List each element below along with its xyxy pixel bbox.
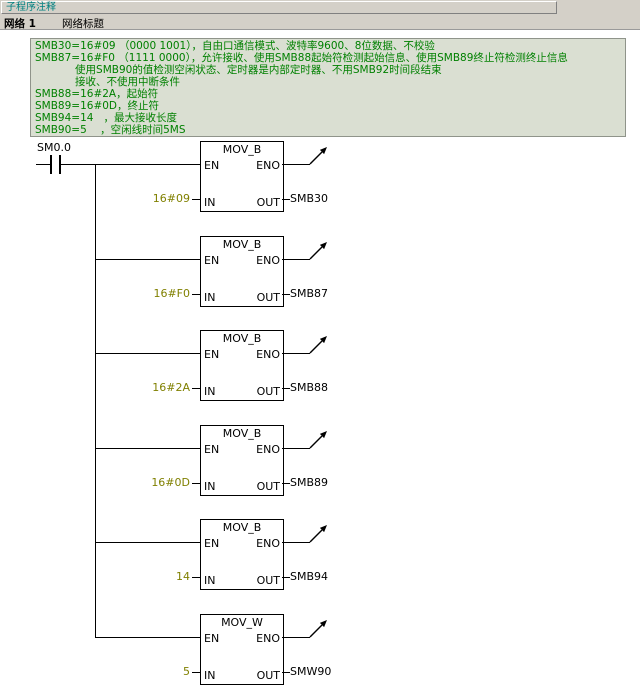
out-stub-wire xyxy=(282,294,290,295)
eno-wire xyxy=(282,637,310,638)
out-stub-wire xyxy=(282,672,290,673)
contact-bar xyxy=(50,155,52,174)
continuation-arrow-icon xyxy=(309,620,327,638)
block-output-operand[interactable]: SMB87 xyxy=(290,287,329,300)
in-pin-label: IN xyxy=(204,291,216,304)
en-pin-label: EN xyxy=(204,537,220,550)
block-title: MOV_B xyxy=(222,427,262,440)
block-title: MOV_B xyxy=(222,238,262,251)
en-pin-label: EN xyxy=(204,254,220,267)
en-pin-label: EN xyxy=(204,348,220,361)
in-stub-wire xyxy=(192,388,200,389)
block-output-operand[interactable]: SMB94 xyxy=(290,570,329,583)
block-input-value[interactable]: 16#09 xyxy=(152,192,190,205)
network-title[interactable]: 网络标题 xyxy=(62,18,104,30)
in-stub-wire xyxy=(192,483,200,484)
wire-segment xyxy=(36,164,50,165)
continuation-arrow-icon xyxy=(309,147,327,165)
eno-wire xyxy=(282,448,310,449)
in-stub-wire xyxy=(192,577,200,578)
wire-segment xyxy=(95,259,200,260)
block-title: MOV_W xyxy=(221,616,263,629)
in-pin-label: IN xyxy=(204,669,216,682)
subroutine-comment-title[interactable]: 子程序注释 xyxy=(1,1,557,14)
out-stub-wire xyxy=(282,199,290,200)
out-stub-wire xyxy=(282,577,290,578)
wire-segment xyxy=(95,542,200,543)
in-pin-label: IN xyxy=(204,480,216,493)
eno-pin-label: ENO xyxy=(256,537,280,550)
contact-operand[interactable]: SM0.0 xyxy=(37,141,71,154)
continuation-arrow-icon xyxy=(309,431,327,449)
block-title: MOV_B xyxy=(222,332,262,345)
en-pin-label: EN xyxy=(204,159,220,172)
subroutine-comment-bar: 子程序注释 xyxy=(0,0,640,15)
block-title: MOV_B xyxy=(222,521,262,534)
in-pin-label: IN xyxy=(204,196,216,209)
block-title: MOV_B xyxy=(222,143,262,156)
in-pin-label: IN xyxy=(204,385,216,398)
en-pin-label: EN xyxy=(204,632,220,645)
network-label[interactable]: 网络 1 xyxy=(4,18,36,30)
continuation-arrow-icon xyxy=(309,525,327,543)
wire-segment xyxy=(95,353,200,354)
eno-pin-label: ENO xyxy=(256,348,280,361)
network-comment[interactable]: SMB30=16#09 （0000 1001），自由口通信模式、波特率9600、… xyxy=(30,38,626,137)
block-input-value[interactable]: 14 xyxy=(176,570,190,583)
eno-pin-label: ENO xyxy=(256,443,280,456)
block-output-operand[interactable]: SMW90 xyxy=(290,665,332,678)
continuation-arrow-icon xyxy=(309,242,327,260)
eno-wire xyxy=(282,259,310,260)
in-stub-wire xyxy=(192,672,200,673)
out-stub-wire xyxy=(282,388,290,389)
wire-segment xyxy=(95,448,200,449)
out-pin-label: OUT xyxy=(256,480,280,493)
wire-segment xyxy=(61,164,200,165)
continuation-arrow-icon xyxy=(309,336,327,354)
out-stub-wire xyxy=(282,483,290,484)
block-output-operand[interactable]: SMB88 xyxy=(290,381,329,394)
block-output-operand[interactable]: SMB30 xyxy=(290,192,329,205)
eno-wire xyxy=(282,164,310,165)
out-pin-label: OUT xyxy=(256,574,280,587)
in-stub-wire xyxy=(192,294,200,295)
block-input-value[interactable]: 5 xyxy=(183,665,190,678)
block-input-value[interactable]: 16#F0 xyxy=(153,287,190,300)
out-pin-label: OUT xyxy=(256,385,280,398)
out-pin-label: OUT xyxy=(256,196,280,209)
contact-bar xyxy=(59,155,61,174)
block-input-value[interactable]: 16#0D xyxy=(151,476,190,489)
network-header: 网络 1 网络标题 xyxy=(0,15,640,30)
in-pin-label: IN xyxy=(204,574,216,587)
eno-wire xyxy=(282,353,310,354)
block-output-operand[interactable]: SMB89 xyxy=(290,476,329,489)
in-stub-wire xyxy=(192,199,200,200)
out-pin-label: OUT xyxy=(256,669,280,682)
eno-pin-label: ENO xyxy=(256,159,280,172)
en-pin-label: EN xyxy=(204,443,220,456)
eno-wire xyxy=(282,542,310,543)
eno-pin-label: ENO xyxy=(256,254,280,267)
wire-segment xyxy=(95,637,200,638)
eno-pin-label: ENO xyxy=(256,632,280,645)
out-pin-label: OUT xyxy=(256,291,280,304)
block-input-value[interactable]: 16#2A xyxy=(152,381,190,394)
branch-wire xyxy=(95,164,96,638)
